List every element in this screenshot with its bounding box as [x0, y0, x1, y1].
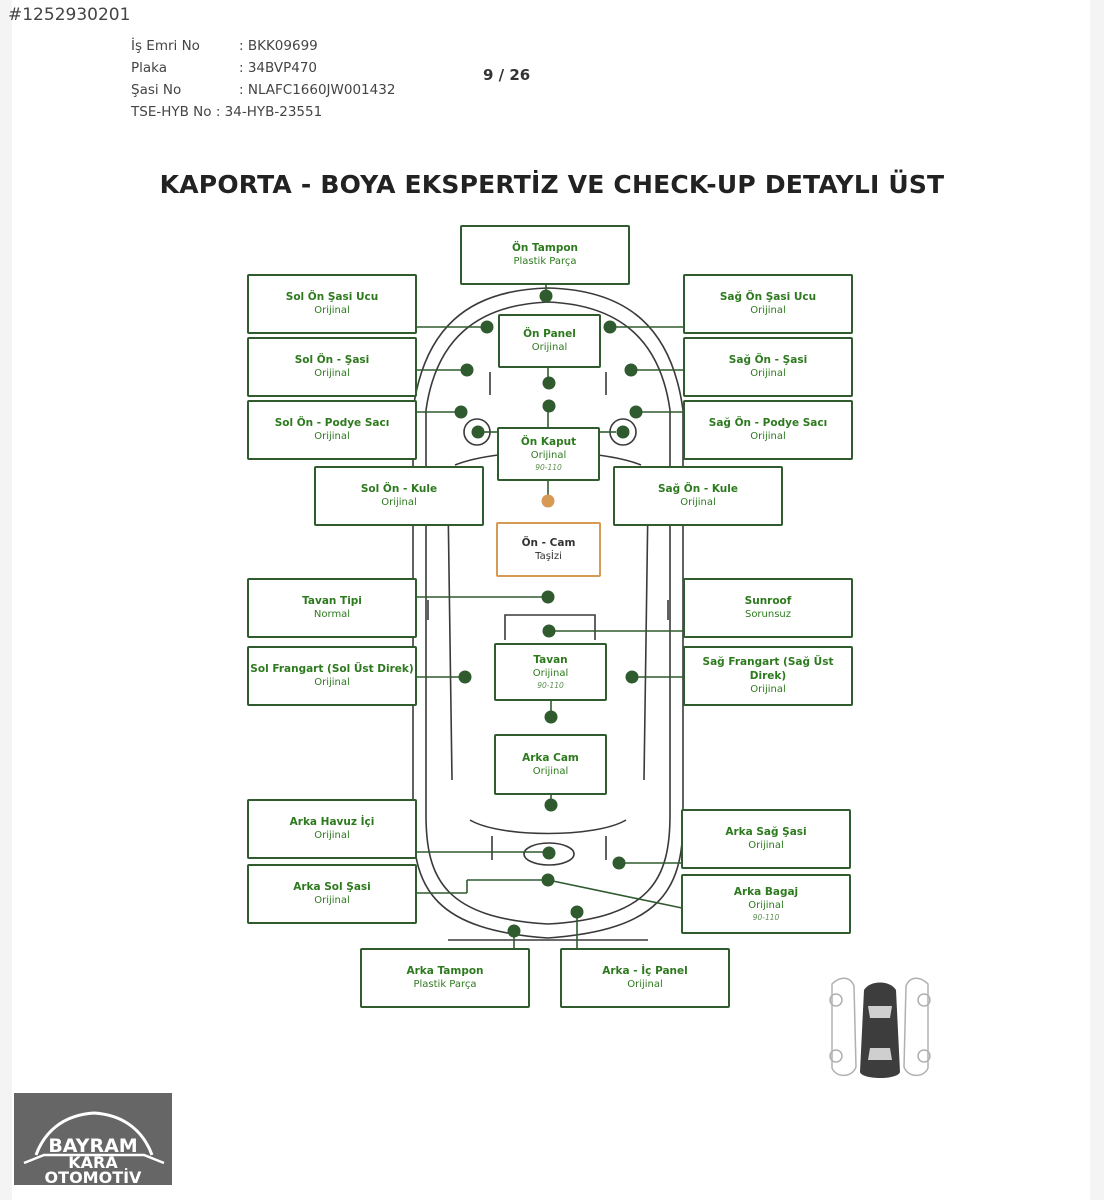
header-row-tse: TSE-HYB No : 34-HYB-23551 — [131, 104, 322, 120]
work-order-value: : BKK09699 — [239, 38, 318, 54]
logo-line2: KARA — [68, 1153, 118, 1172]
car-views-icon — [829, 977, 931, 1078]
windshield-warning-dot — [541, 494, 555, 508]
plate-label: Plaka — [131, 60, 168, 76]
part-sag-frangart: Sağ Frangart (Sağ Üst Direk)Orijinal — [683, 646, 853, 706]
tse-value: : 34-HYB-23551 — [215, 104, 323, 120]
car-outline — [412, 287, 684, 941]
header-row-chassis: Şasi No : NLAFC1660JW001432 — [131, 82, 395, 98]
listing-id: #1252930201 — [8, 5, 131, 25]
dealer-logo: BAYRAM KARA OTOMOTİV — [14, 1093, 172, 1185]
logo-line3: OTOMOTİV — [44, 1168, 142, 1185]
marker-dots — [454, 289, 643, 938]
part-sol-frangart: Sol Frangart (Sol Üst Direk)Orijinal — [247, 646, 417, 706]
car-silhouette-icon — [23, 1111, 165, 1165]
page-number: 9 / 26 — [483, 66, 531, 84]
chassis-value: : NLAFC1660JW001432 — [239, 82, 396, 98]
work-order-label: İş Emri No — [131, 38, 200, 54]
logo-line1: BAYRAM — [48, 1135, 138, 1157]
header-row-work-order: İş Emri No : BKK09699 — [131, 38, 318, 54]
chassis-label: Şasi No — [131, 82, 182, 98]
tse-label: TSE-HYB No — [131, 104, 212, 120]
plate-value: : 34BVP470 — [239, 60, 318, 76]
report-title: KAPORTA - BOYA EKSPERTİZ VE CHECK-UP DET… — [159, 170, 945, 199]
header-row-plate: Plaka : 34BVP470 — [131, 60, 317, 76]
